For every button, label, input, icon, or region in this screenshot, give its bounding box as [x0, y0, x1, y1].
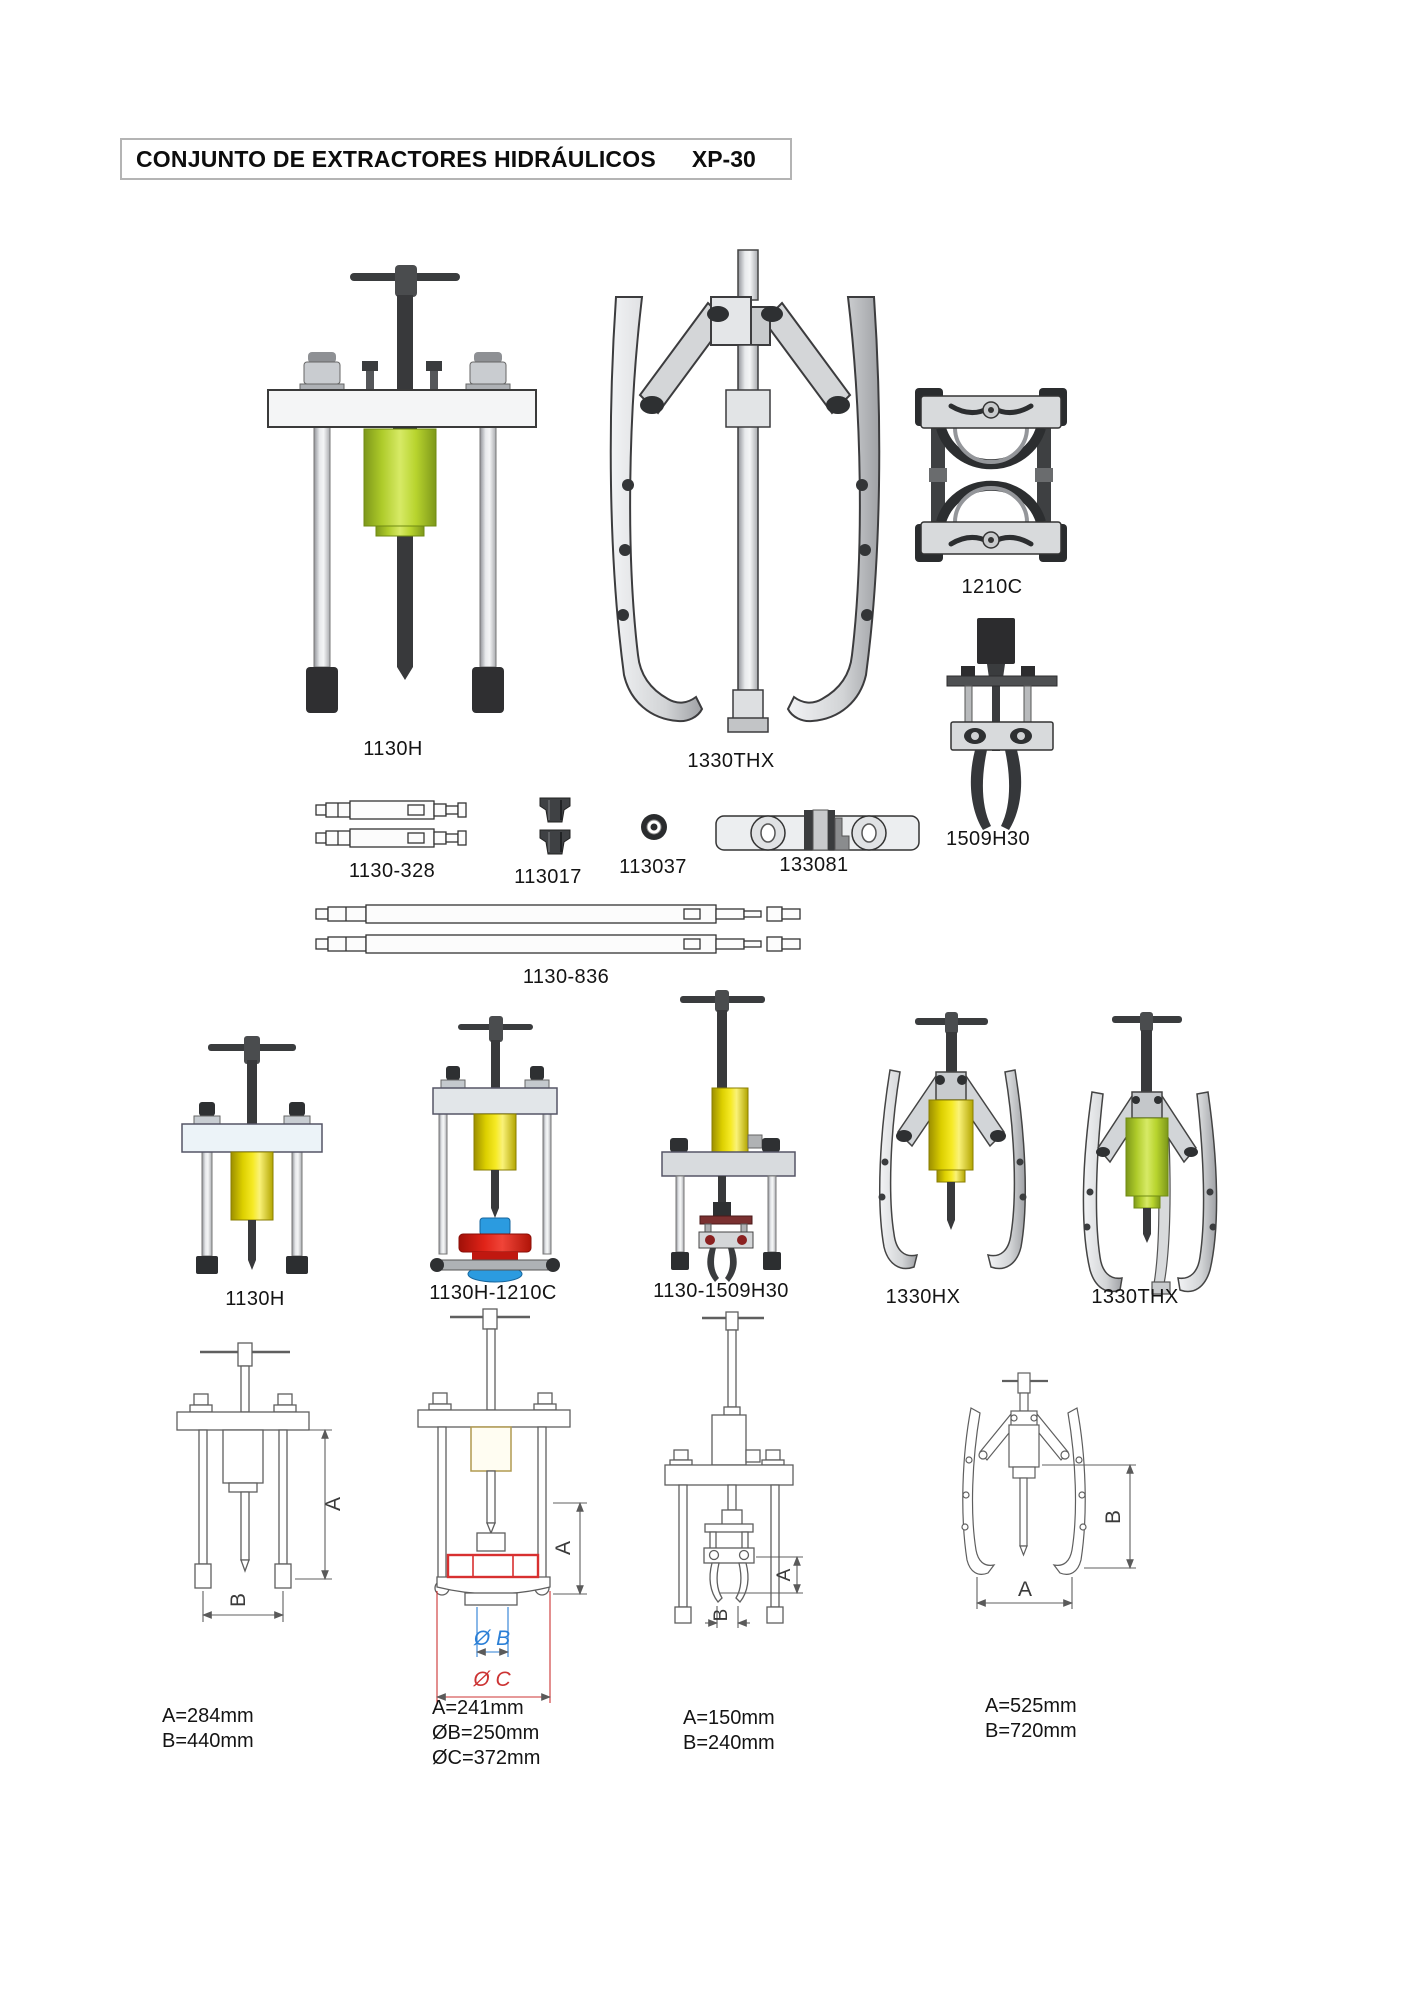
illustration-part-133081 — [715, 809, 920, 851]
dim-letter-b: B — [227, 1593, 250, 1607]
dim-value: B=720mm — [985, 1720, 1077, 1742]
label-asm-1130h: 1130H — [225, 1288, 285, 1310]
page-title-model: XP-30 — [691, 145, 756, 172]
illustration-asm-1330thx — [1082, 1012, 1218, 1295]
dim-letter-a: A — [322, 1497, 345, 1511]
dim-letter-a: A — [774, 1568, 795, 1581]
dim-value: B=440mm — [162, 1730, 254, 1752]
illustration-asm-1130h — [181, 1036, 323, 1274]
page-title-box: CONJUNTO DE EXTRACTORES HIDRÁULICOS XP-3… — [120, 138, 792, 180]
dim-values-1130-1509h30: A=150mm B=240mm — [683, 1706, 775, 1756]
dim-letter-ob: Ø B — [473, 1627, 510, 1650]
illustration-1210c-separator — [915, 388, 1067, 562]
illustration-1130h-large — [267, 265, 537, 713]
dim-value: B=240mm — [683, 1732, 775, 1754]
illustration-1330thx-large — [609, 249, 881, 733]
label-1330thx-large: 1330THX — [687, 750, 775, 772]
dim-letter-oc: Ø C — [472, 1668, 511, 1691]
dim-value: ØB=250mm — [432, 1722, 540, 1744]
dim-value: A=525mm — [985, 1695, 1077, 1717]
illustration-asm-1130h-1210c — [430, 1016, 560, 1283]
dim-values-1130h: A=284mm B=440mm — [162, 1704, 254, 1754]
dim-value: A=150mm — [683, 1707, 775, 1729]
label-113017: 113017 — [514, 866, 582, 888]
illustration-part-113037 — [641, 814, 667, 840]
dim-letter-a: A — [1018, 1578, 1032, 1601]
illustration-part-113017 — [539, 797, 571, 855]
dim-value: A=284mm — [162, 1705, 254, 1727]
page-title: CONJUNTO DE EXTRACTORES HIDRÁULICOS — [136, 145, 656, 172]
illustration-part-1130-836 — [315, 904, 801, 954]
label-1509h30: 1509H30 — [946, 828, 1030, 850]
drawing-dim-1130-1509h30: A B — [664, 1311, 803, 1628]
dim-value: ØC=372mm — [432, 1747, 541, 1769]
label-1210c: 1210C — [961, 576, 1023, 598]
label-asm-1130-1509h30: 1130-1509H30 — [653, 1280, 789, 1302]
label-1130-836: 1130-836 — [522, 966, 610, 988]
label-asm-1330thx: 1330THX — [1091, 1286, 1179, 1308]
dim-letter-a: A — [552, 1541, 575, 1555]
drawing-dim-1330: B A — [961, 1372, 1136, 1609]
drawing-dim-1130h-1210c: A Ø B Ø C — [417, 1308, 587, 1703]
dim-letter-b: B — [1102, 1510, 1125, 1524]
label-113037: 113037 — [619, 856, 687, 878]
illustration-1509h30 — [946, 618, 1058, 830]
illustration-asm-1330hx — [878, 1012, 1027, 1270]
illustration-asm-1130-1509h30 — [661, 990, 796, 1282]
illustration-part-1130-328 — [315, 800, 467, 848]
label-1130h-large: 1130H — [363, 738, 423, 760]
label-133081: 133081 — [779, 854, 849, 876]
dim-value: A=241mm — [432, 1697, 524, 1719]
label-asm-1130h-1210c: 1130H-1210C — [429, 1282, 557, 1304]
drawing-dim-1130h: A B — [176, 1342, 345, 1622]
dim-letter-b: B — [711, 1609, 732, 1622]
label-1130-328: 1130-328 — [348, 860, 436, 882]
dim-values-1330: A=525mm B=720mm — [985, 1694, 1077, 1744]
dim-values-1130h-1210c: A=241mm ØB=250mm ØC=372mm — [432, 1696, 540, 1771]
label-asm-1330hx: 1330HX — [885, 1286, 961, 1308]
